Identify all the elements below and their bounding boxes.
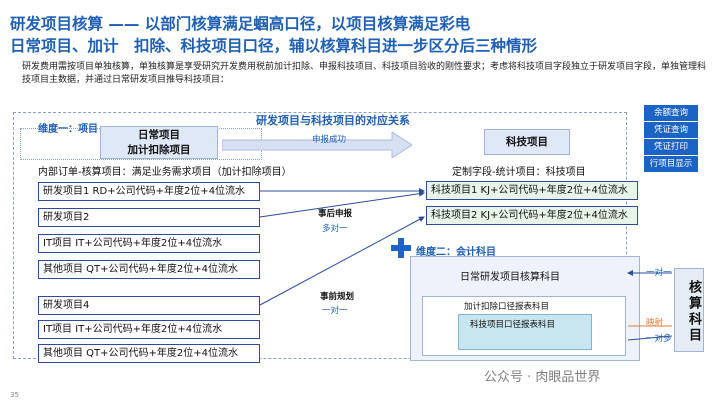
dim2-label: 维度二：会计科目 bbox=[416, 247, 496, 258]
daily-project-box: 日常项目 加计扣除项目 bbox=[100, 126, 218, 159]
daily-box-line1: 日常项目 bbox=[138, 129, 180, 141]
one-to-one-label: 一对一 bbox=[322, 306, 348, 316]
page-number: 35 bbox=[10, 391, 19, 399]
left-item-qt-2: 其他项目 QT+公司代码+年度2位+4位流水 bbox=[38, 344, 260, 363]
mapping-right-label: 映射 bbox=[646, 318, 664, 328]
watermark: 公众号 · 肉眼品世界 bbox=[484, 370, 601, 385]
intro-paragraph: 研发费用需按项目单独核算，单独核算是享受研究开发费用税前加计扣除、申报科技项目、… bbox=[22, 62, 707, 85]
left-item-it: IT项目 IT+公司代码+年度2位+4位流水 bbox=[38, 234, 260, 253]
balance-query-button[interactable]: 余额查询 bbox=[644, 105, 698, 121]
line-item-display-button[interactable]: 行项目显示 bbox=[644, 156, 698, 172]
internal-order-label: 内部订单-核算项目：满足业务需求项目（加计扣除项目） bbox=[38, 167, 292, 178]
page-title-line1: 研发项目核算 —— 以部门核算满足蝈高口径，以项目核算满足彩电 bbox=[10, 15, 471, 33]
left-item-it-2: IT项目 IT+公司代码+年度2位+4位流水 bbox=[38, 320, 260, 339]
tech-project-box: 科技项目 bbox=[484, 129, 570, 155]
tech-item-1: 科技项目1 KJ+公司代码+年度2位+4位流水 bbox=[426, 181, 638, 200]
report-success-label: 申报成功 bbox=[312, 135, 347, 145]
report-success-arrow bbox=[222, 132, 412, 158]
many-to-one-label: 多对一 bbox=[322, 224, 348, 234]
accounting-inner-box bbox=[458, 314, 592, 350]
post-report-label: 事后申报 bbox=[318, 209, 353, 219]
left-item-qt: 其他项目 QT+公司代码+年度2位+4位流水 bbox=[38, 260, 260, 279]
page-title-line2: 日常项目、加计 扣除、科技项目口径，辅以核算科目进一步区分后三种情形 bbox=[10, 37, 538, 55]
one-to-many-right-label: 一对多 bbox=[646, 334, 672, 344]
daily-box-line2: 加计扣除项目 bbox=[127, 144, 191, 156]
acct-plus-label: 加计扣除口径报表科目 bbox=[464, 302, 550, 312]
acct-daily-label: 日常研发项目核算科目 bbox=[460, 272, 560, 283]
acct-tech-label: 科技项目口径报表科目 bbox=[470, 320, 556, 330]
left-item-rd2: 研发项目2 bbox=[38, 208, 260, 227]
left-item-rd4: 研发项目4 bbox=[38, 296, 260, 315]
custom-field-label: 定制字段-统计项目：科技项目 bbox=[452, 167, 586, 178]
main-frame bbox=[13, 112, 627, 359]
plus-icon bbox=[391, 238, 411, 258]
mapping-title: 研发项目与科技项目的对应关系 bbox=[256, 114, 410, 127]
dim1-label: 维度一：项目 bbox=[38, 124, 98, 135]
left-item-rd1: 研发项目1 RD+公司代码+年度2位+4位流水 bbox=[38, 182, 260, 201]
voucher-print-button[interactable]: 凭证打印 bbox=[644, 139, 698, 155]
accounting-subject-box: 核算科目 bbox=[674, 268, 704, 352]
voucher-query-button[interactable]: 凭证查询 bbox=[644, 122, 698, 138]
pre-plan-label: 事前规划 bbox=[320, 292, 355, 302]
one-to-one-right-label: 一对一 bbox=[646, 268, 672, 278]
tech-item-2: 科技项目2 KJ+公司代码+年度2位+4位流水 bbox=[426, 206, 638, 225]
